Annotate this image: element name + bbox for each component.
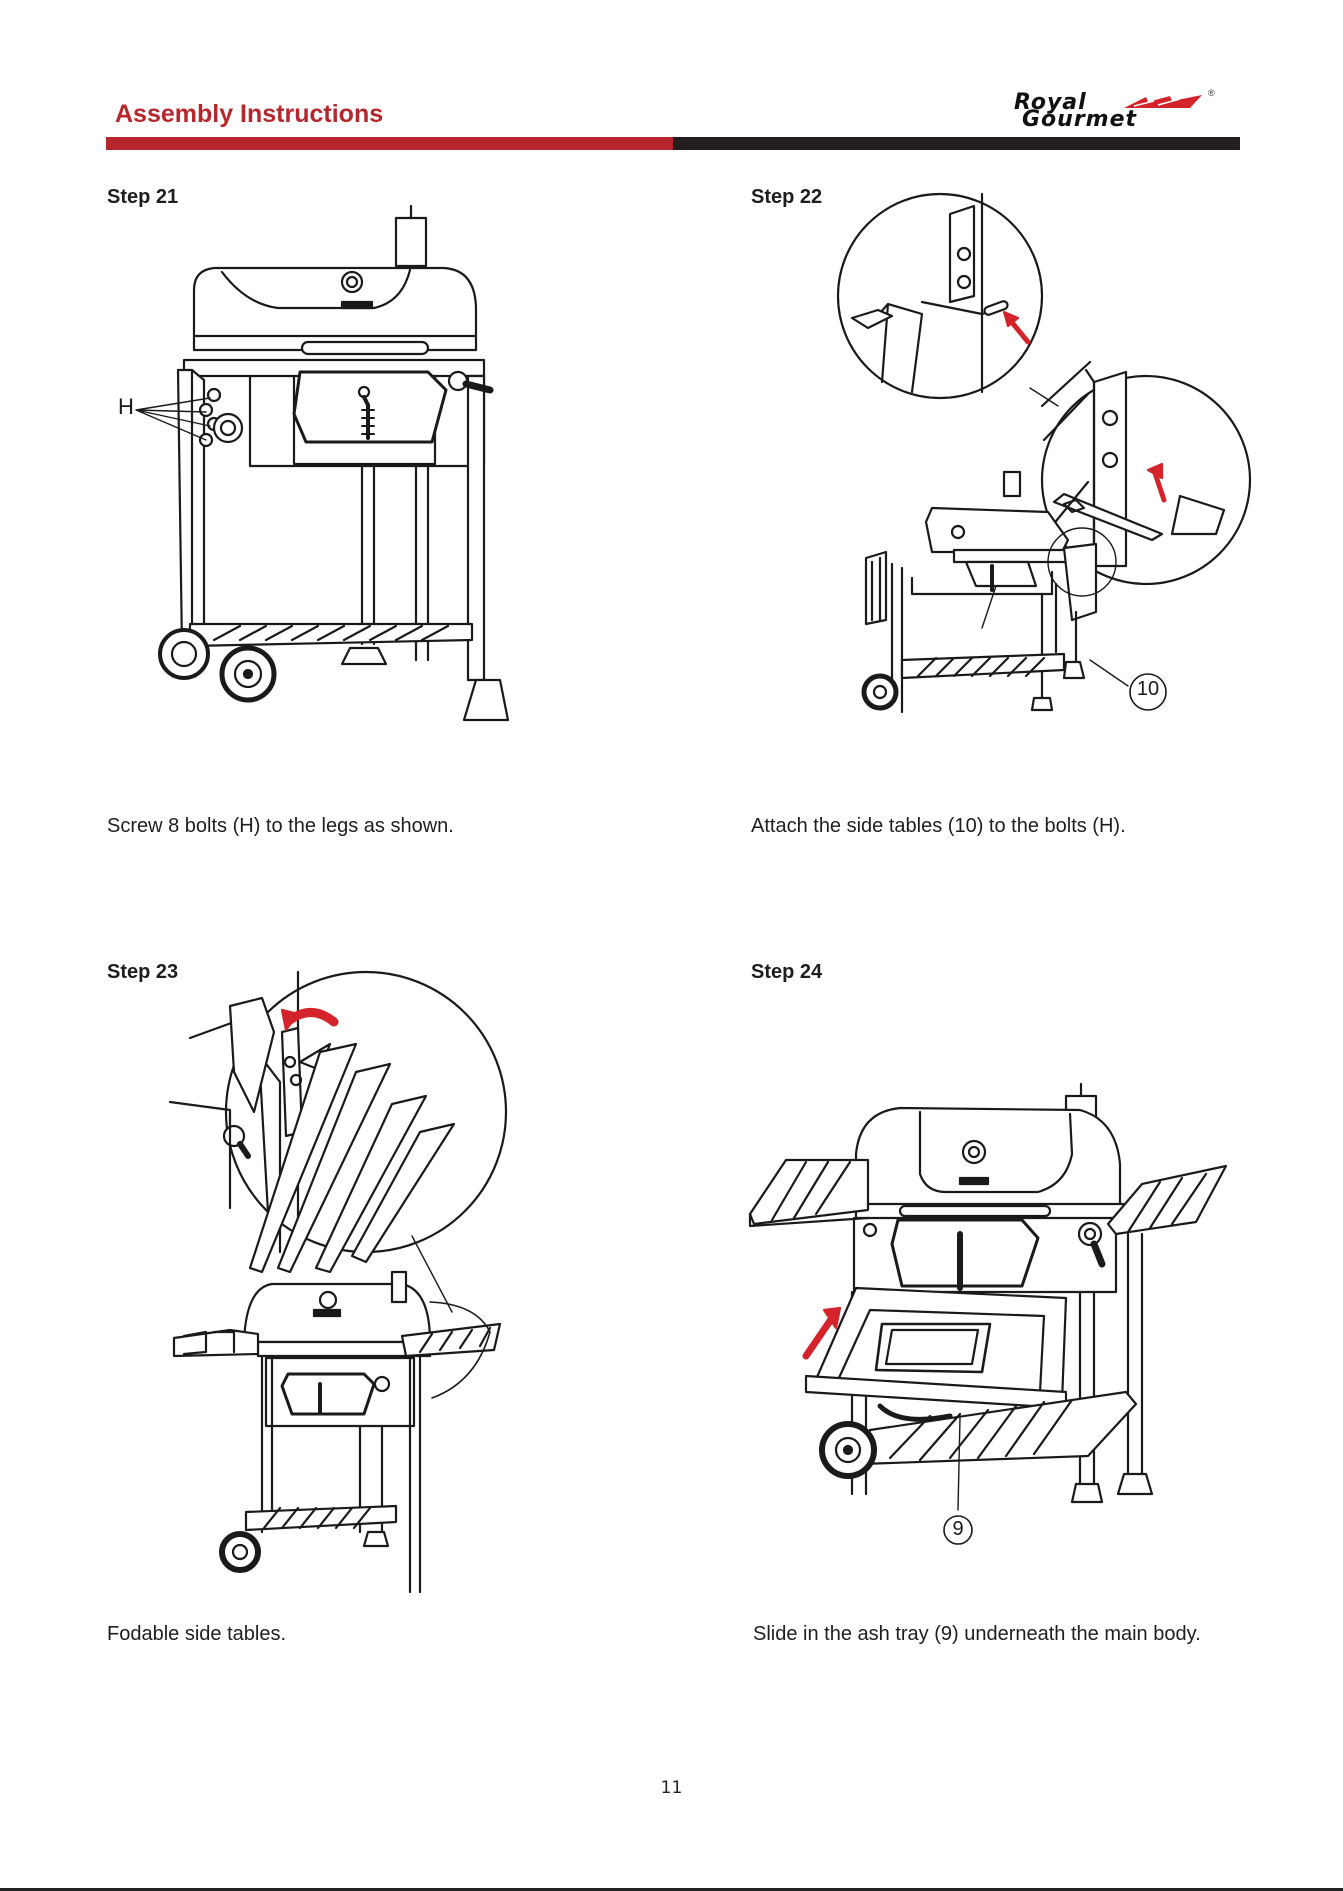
step-22-label: Step 22 [751,186,822,209]
step-22-caption: Attach the side tables (10) to the bolts… [751,815,1126,838]
header-rule-dark [673,137,1240,150]
page-heading: Assembly Instructions [115,100,383,129]
logo-text-gourmet: Gourmet [1022,107,1220,132]
callout-9: 9 [944,1518,972,1541]
callout-h: H [118,394,134,420]
step-21-caption: Screw 8 bolts (H) to the legs as shown. [107,815,454,838]
step-23-label: Step 23 [107,961,178,984]
step-21-illustration: H [110,200,530,720]
step-22-illustration: 10 [832,192,1252,802]
brand-logo: Royal Gourmet ® [1008,90,1220,132]
logo-flame-icon [1124,95,1204,109]
step-24-label: Step 24 [751,961,822,984]
header-rule-red [106,137,673,150]
step-24-caption: Slide in the ash tray (9) underneath the… [753,1623,1201,1646]
page-number: 11 [0,1778,1343,1798]
step-23-illustration [170,972,510,1592]
callout-10: 10 [1130,678,1166,701]
step-24-illustration: 9 [750,1074,1230,1554]
registered-mark: ® [1208,88,1215,98]
step-23-caption: Fodable side tables. [107,1623,286,1646]
